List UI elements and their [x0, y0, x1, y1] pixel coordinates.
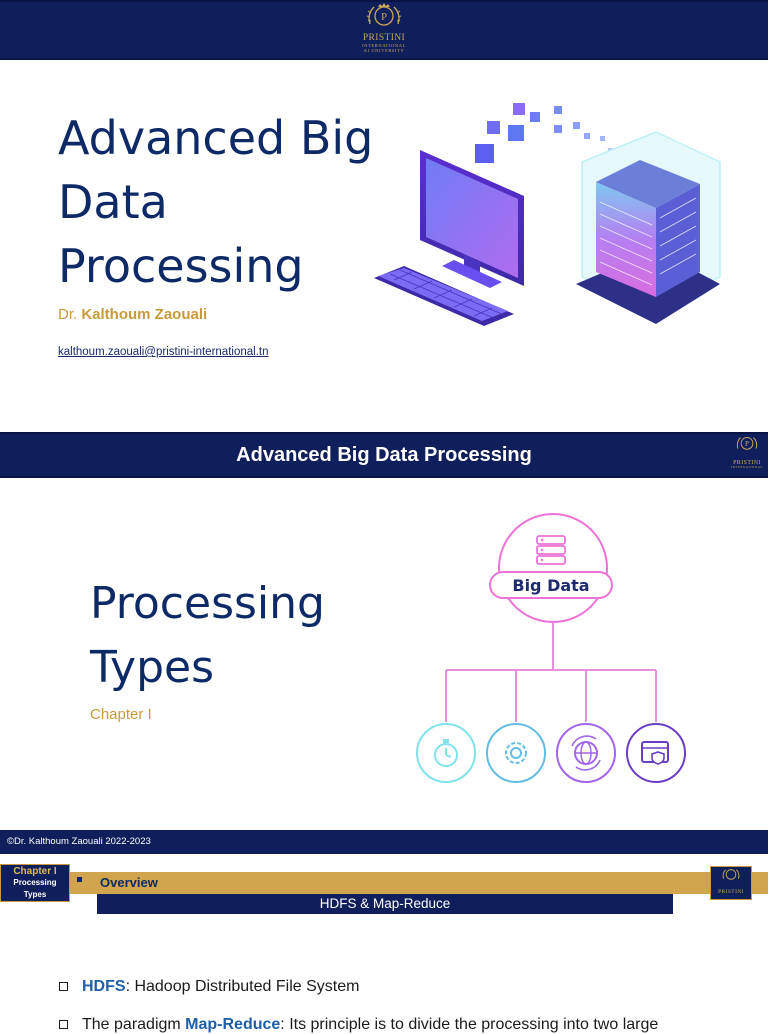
- section-bar: [70, 872, 768, 894]
- chapter-badge: Chapter I Processing Types: [0, 864, 70, 902]
- checkbox-bullet-icon: [59, 1020, 68, 1029]
- bullet-keyword: Map-Reduce: [185, 1016, 281, 1033]
- crest-icon: P: [736, 437, 758, 450]
- slide2-header-bar: [0, 432, 768, 478]
- chapter-badge-line1: Chapter I: [13, 866, 57, 877]
- author-prefix: Dr.: [58, 306, 78, 323]
- university-logo-tiny: PRISTINI: [710, 866, 752, 900]
- chapter-badge-line3: Types: [23, 890, 47, 899]
- logo-sub2: AI UNIVERSITY: [363, 48, 405, 53]
- chapter-title: Processing Types: [90, 578, 325, 693]
- bullet-prefix: The paradigm: [82, 1016, 186, 1033]
- author-name: Kalthoum Zaouali: [81, 306, 208, 323]
- svg-text:P: P: [745, 440, 749, 448]
- big-data-label: Big Data: [512, 576, 589, 595]
- copyright-text: ©Dr. Kalthoum Zaouali 2022-2023: [7, 836, 151, 847]
- crest-icon: [722, 869, 740, 880]
- globe-sync-icon: [556, 723, 616, 783]
- bullet-text: : Hadoop Distributed File System: [125, 978, 360, 995]
- bullet-item: HDFS: Hadoop Distributed File System: [82, 978, 359, 996]
- big-data-diagram: Big Data: [416, 513, 686, 783]
- logo-sub: INTERNATIONAL: [731, 465, 763, 469]
- section-bullet-icon: [77, 877, 82, 882]
- checkbox-bullet-icon: [59, 982, 68, 991]
- section-title: Overview: [100, 875, 158, 890]
- author-email-link[interactable]: kalthoum.zaouali@pristini-international.…: [58, 346, 269, 358]
- svg-text:P: P: [381, 11, 387, 23]
- slide1-header-bar: [0, 0, 768, 60]
- slide2-header-title: Advanced Big Data Processing: [236, 444, 532, 466]
- bullet-item: The paradigm Map-Reduce: Its principle i…: [82, 1016, 658, 1034]
- database-icon: [536, 535, 566, 565]
- crest-icon: P: [366, 3, 402, 26]
- presentation-title: Advanced Big Data Processing: [58, 111, 374, 293]
- university-logo: P PRISTINI INTERNATIONAL AI UNIVERSITY: [342, 2, 426, 58]
- chapter-label: Chapter I: [90, 706, 152, 723]
- chapter-badge-line2: Processing: [13, 878, 57, 887]
- subsection-title: HDFS & Map-Reduce: [97, 894, 673, 914]
- university-logo-small: P PRISTINI INTERNATIONAL: [726, 434, 768, 476]
- gear-icon: [486, 723, 546, 783]
- logo-sub: INTERNATIONAL: [362, 43, 406, 48]
- stopwatch-icon: [416, 723, 476, 783]
- logo-name: PRISTINI: [733, 460, 761, 466]
- logo-name: PRISTINI: [362, 33, 406, 43]
- author-line: Dr. Kalthoum Zaouali: [58, 306, 207, 323]
- bullet-keyword: HDFS: [82, 978, 126, 995]
- bullet-text: : Its principle is to divide the process…: [280, 1016, 659, 1033]
- computer-and-database-server-icon: [374, 103, 721, 326]
- slide2-footer-bar: [0, 830, 768, 854]
- logo-name: PRISTINI: [718, 889, 744, 895]
- secure-window-icon: [626, 723, 686, 783]
